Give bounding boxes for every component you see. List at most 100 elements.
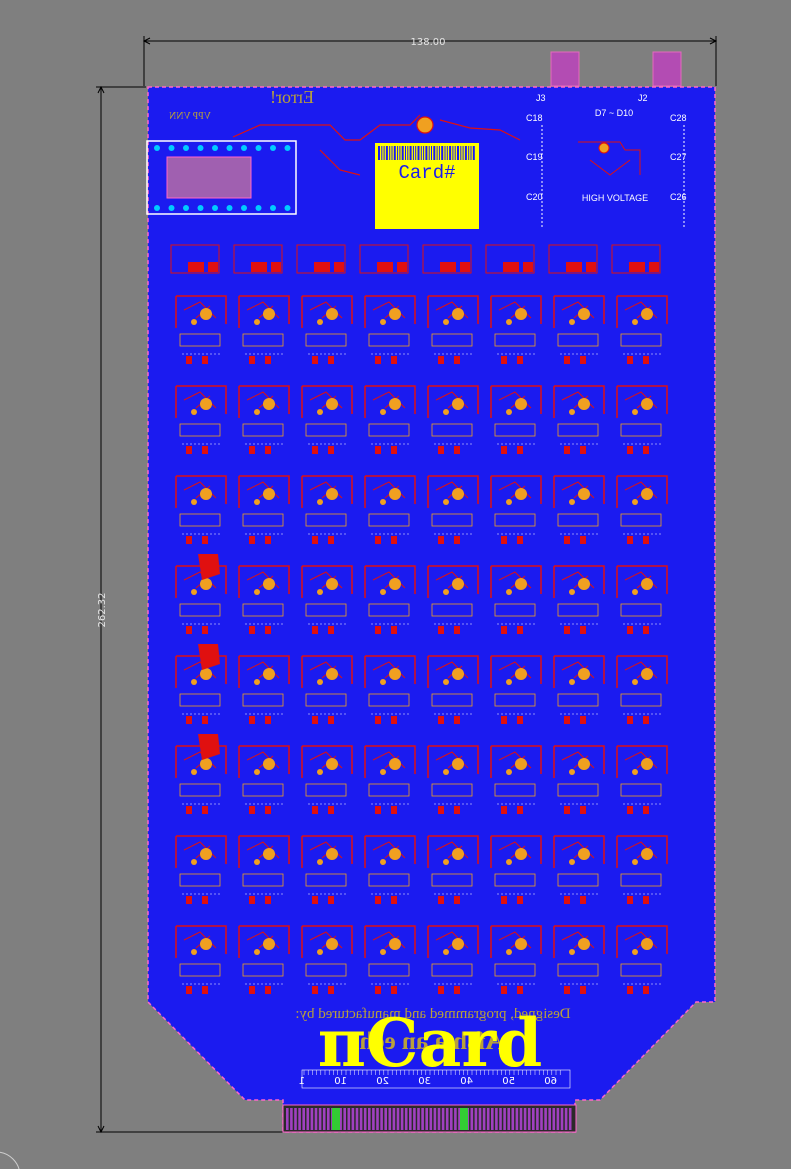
channel-pad	[191, 679, 197, 685]
channel-pad	[580, 806, 586, 814]
channel-pad	[263, 308, 275, 320]
edge-finger	[421, 1108, 424, 1130]
channel-pad	[515, 398, 527, 410]
edge-finger	[560, 1108, 564, 1130]
channel-trace	[490, 565, 542, 598]
barcode-bar	[454, 146, 456, 160]
channel-cell	[364, 475, 416, 544]
channel-pad	[202, 896, 208, 904]
channel-pad	[641, 488, 653, 500]
channel-cell	[553, 565, 605, 634]
channel-pad	[438, 806, 444, 814]
channel-pad	[641, 848, 653, 860]
barcode-bar	[464, 146, 467, 160]
channel-pad	[265, 986, 271, 994]
board-copper	[147, 86, 716, 1133]
key-slot-left	[332, 1108, 340, 1130]
channel-trace	[238, 565, 290, 598]
error-label: Error!	[270, 87, 314, 107]
channel-pad	[317, 859, 323, 865]
channel-pad	[200, 488, 212, 500]
c27-label: C27	[670, 152, 687, 162]
edge-finger	[540, 1108, 543, 1130]
channel-trace	[238, 925, 290, 958]
channel-pad	[375, 986, 381, 994]
channel-pad	[328, 896, 334, 904]
channel-pad	[375, 536, 381, 544]
channel-pad	[317, 409, 323, 415]
channel-pad	[326, 578, 338, 590]
channel-pad	[202, 806, 208, 814]
channel-component	[368, 783, 410, 797]
channel-component	[620, 783, 662, 797]
channel-pad	[391, 896, 397, 904]
channel-pad	[380, 859, 386, 865]
channel-pad	[452, 848, 464, 860]
channel-pad	[389, 758, 401, 770]
channel-trace	[553, 925, 605, 958]
channel-pad	[389, 938, 401, 950]
driver-pad	[334, 262, 344, 272]
channel-component	[368, 603, 410, 617]
channel-component	[368, 873, 410, 887]
channel-component	[242, 873, 284, 887]
channel-pad	[506, 589, 512, 595]
channel-cell	[301, 295, 353, 364]
channel-trace	[364, 385, 416, 418]
channel-pad	[515, 578, 527, 590]
channel-component	[179, 423, 221, 437]
channel-pad	[569, 679, 575, 685]
channel-component	[179, 333, 221, 347]
channel-pad	[312, 986, 318, 994]
channel-pad	[438, 716, 444, 724]
edge-finger	[396, 1108, 400, 1130]
channel-pad	[443, 859, 449, 865]
barcode-bar	[385, 146, 388, 160]
edge-finger	[409, 1108, 412, 1130]
mcu-pin	[168, 145, 175, 151]
channel-cell	[490, 925, 542, 994]
channel-pad	[501, 536, 507, 544]
barcode-bar	[433, 146, 436, 160]
channel-pad	[263, 578, 275, 590]
channel-component	[494, 963, 536, 977]
channel-pad	[517, 446, 523, 454]
barcode-bar	[381, 146, 383, 160]
channel-cell	[175, 835, 227, 904]
channel-component	[242, 513, 284, 527]
channel-trace	[616, 295, 668, 328]
channel-cell	[364, 295, 416, 364]
channel-pad	[249, 626, 255, 634]
channel-pad	[580, 716, 586, 724]
edge-finger	[552, 1108, 556, 1130]
channel-pad	[380, 769, 386, 775]
channel-pad	[515, 308, 527, 320]
channel-pad	[186, 626, 192, 634]
channel-pad	[515, 758, 527, 770]
channel-pad	[569, 589, 575, 595]
channel-cell	[301, 925, 353, 994]
edge-finger	[286, 1108, 289, 1130]
mcu-pin	[270, 205, 276, 211]
channel-cell	[238, 475, 290, 544]
edge-finger	[548, 1108, 551, 1130]
channel-pad	[191, 859, 197, 865]
channel-pad	[578, 758, 590, 770]
channel-pad	[506, 859, 512, 865]
channel-pad	[263, 398, 275, 410]
barcode-bar	[472, 146, 475, 160]
channel-pad	[580, 356, 586, 364]
channel-cell	[427, 745, 479, 814]
channel-pad	[312, 896, 318, 904]
channel-pad	[643, 986, 649, 994]
height-dimension-label: 262.32	[97, 593, 108, 628]
channel-cell	[616, 475, 668, 544]
channel-cell	[175, 565, 227, 634]
channel-pad	[265, 626, 271, 634]
mcu-pin	[255, 145, 262, 151]
barcode-bar	[409, 146, 412, 160]
edge-scale-label: 60	[544, 1076, 557, 1087]
channel-cell	[175, 475, 227, 544]
edge-finger	[417, 1108, 420, 1130]
channel-pad	[438, 446, 444, 454]
